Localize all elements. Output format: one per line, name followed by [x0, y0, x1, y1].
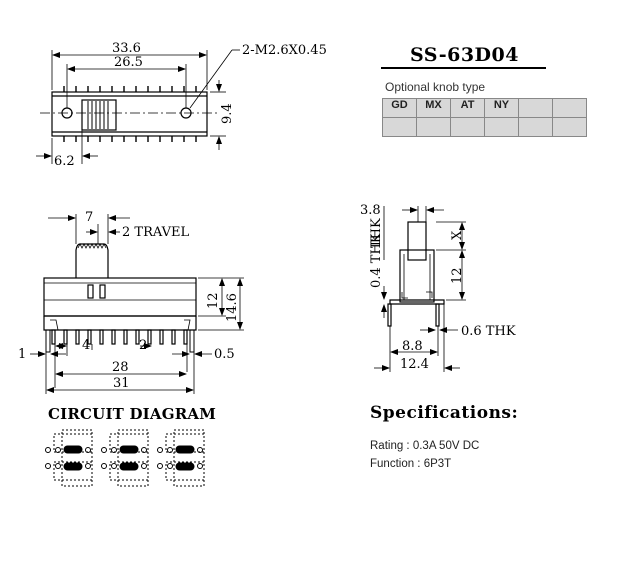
dim-side-12: 12	[450, 267, 465, 284]
dim-side-knob: 3.8	[360, 203, 381, 218]
knob-type-table: GD MX AT NY	[382, 98, 587, 137]
side-view	[374, 206, 466, 372]
knob-cell-at: AT	[450, 98, 485, 118]
knob-cell-empty	[552, 98, 587, 118]
dim-side-thk-b: THK	[369, 218, 384, 248]
dim-travel: 2 TRAVEL	[122, 225, 189, 240]
circuit-pole-group-3	[157, 429, 205, 487]
knob-cell-ny: NY	[484, 98, 519, 118]
dim-side-thk-a: 0.4 THK	[369, 233, 384, 288]
dim-span-31: 31	[113, 376, 130, 391]
top-view-slider	[81, 99, 117, 131]
dim-knob-width: 7	[85, 210, 93, 225]
circuit-diagram-title: CIRCUIT DIAGRAM	[48, 405, 217, 423]
dim-height: 9.4	[220, 103, 235, 124]
dim-side-thk-c: 0.6 THK	[461, 324, 516, 339]
specifications-title: Specifications:	[370, 403, 519, 423]
dim-pin-right: 0.5	[214, 347, 235, 362]
dim-offset: 6.2	[54, 154, 75, 169]
knob-cell-empty	[518, 98, 553, 118]
top-view	[36, 49, 240, 164]
front-view	[30, 214, 244, 394]
dim-pin-pitch-b: 2	[139, 338, 147, 353]
dim-top-overall: 33.6	[112, 41, 141, 56]
knob-cell-blank	[518, 117, 553, 137]
front-view-body	[43, 277, 197, 317]
knob-cell-blank	[382, 117, 417, 137]
side-view-body	[399, 249, 435, 303]
spec-rating: Rating : 0.3A 50V DC	[370, 440, 480, 452]
part-number-title: SS-63D04	[410, 44, 519, 66]
dim-hole-callout: 2-M2.6X0.45	[242, 43, 327, 58]
dim-pin-pitch-a: 4	[82, 338, 90, 353]
side-view-knob	[407, 221, 427, 261]
dim-top-inner: 26.5	[114, 55, 143, 70]
title-underline	[381, 67, 546, 69]
circuit-pole-group-1	[45, 429, 93, 487]
knob-cell-blank	[552, 117, 587, 137]
circuit-diagram	[45, 429, 205, 487]
knob-cell-blank	[484, 117, 519, 137]
dim-pin-left: 1	[18, 347, 26, 362]
spec-function: Function : 6P3T	[370, 458, 452, 470]
knob-type-label: Optional knob type	[385, 80, 486, 94]
dim-side-124: 12.4	[400, 357, 429, 372]
dim-span-28: 28	[112, 360, 129, 375]
dim-body-height: 12	[206, 292, 221, 309]
dim-side-x: X	[450, 230, 465, 240]
knob-cell-blank	[416, 117, 451, 137]
dim-total-height: 14.6	[225, 293, 240, 322]
knob-cell-blank	[450, 117, 485, 137]
front-view-knob	[75, 243, 109, 278]
top-view-body	[51, 91, 208, 137]
knob-cell-gd: GD	[382, 98, 417, 118]
dim-side-88: 8.8	[402, 339, 423, 354]
circuit-pole-group-2	[101, 429, 149, 487]
